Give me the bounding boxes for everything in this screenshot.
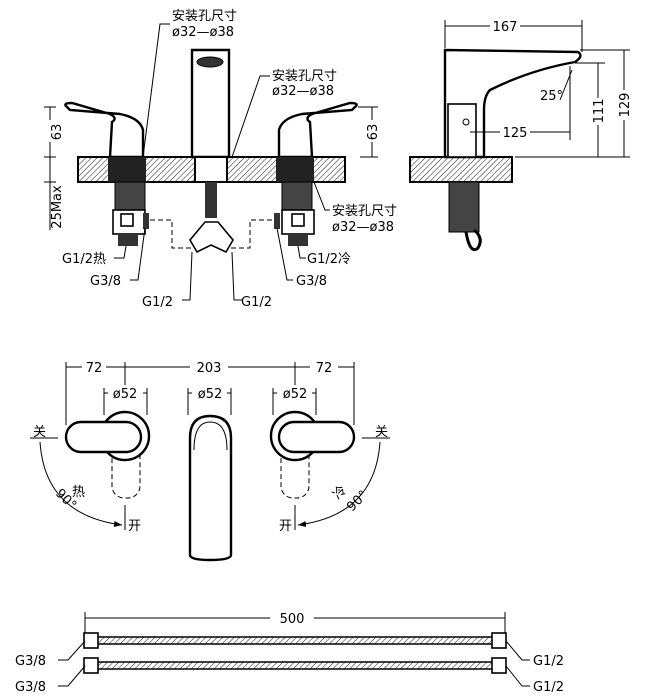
left-handle-lever-top: [64, 420, 143, 454]
dia-left: ø52: [113, 387, 138, 402]
right-handle-base: [276, 157, 314, 182]
left-ref-lines: [30, 437, 126, 530]
leader-hot: [114, 245, 127, 259]
side-shank: [448, 181, 480, 233]
dia-right: ø52: [283, 387, 308, 402]
hose-end-left-1: G3/8: [15, 654, 46, 669]
right-ref-lines: [294, 437, 390, 530]
spout-top-inner: [193, 421, 228, 451]
dim-129: 129: [618, 93, 633, 118]
label-g12-right: G1/2: [241, 295, 272, 310]
dim-72-left: 72: [86, 361, 103, 376]
label-g12-left: G1/2: [142, 295, 173, 310]
right-outlet-nut: [274, 213, 280, 229]
top-view: 72 203 72 ø52 ø52 ø52 关 热 90° 开 关 冷 90° …: [30, 361, 390, 562]
side-deck-plate: [409, 156, 513, 183]
leader-hole-3: [313, 181, 330, 211]
spout-top: [188, 414, 233, 562]
dim-lines-left: [44, 106, 56, 230]
dim-lines-right: [358, 106, 378, 158]
dim-500-lines: [84, 612, 506, 640]
left-outlet-nut: [143, 213, 149, 229]
hole-note-3-size: ø32—ø38: [332, 220, 394, 235]
right-handle-lever-top: [277, 420, 356, 454]
side-spout: [443, 48, 582, 159]
leader-g38-left: [130, 227, 146, 281]
dia-lines: [103, 388, 317, 415]
dim-500: 500: [280, 612, 305, 627]
left-handle-lever: [64, 101, 145, 159]
right-valve-thread: [288, 234, 308, 246]
leader-hole-2: [231, 75, 270, 158]
angle-line: [559, 69, 573, 101]
dia-center: ø52: [198, 387, 223, 402]
dim-72-right: 72: [316, 361, 333, 376]
left-valve-square: [120, 213, 134, 227]
left-valve-shank: [114, 181, 146, 213]
hole-note-1-title: 安装孔尺寸: [172, 9, 237, 24]
label-cold-inlet: G1/2冷: [307, 252, 351, 267]
dim-111-lines: [575, 62, 605, 157]
right-rotation-arc: [297, 441, 381, 527]
side-handle: [447, 103, 477, 158]
side-view: 167 129 111 125 25°: [409, 20, 633, 252]
left-handle-base: [108, 157, 146, 182]
left-rotation-arc: [39, 441, 123, 527]
leader-g12-left: [182, 251, 193, 301]
y-connector: [189, 221, 234, 254]
open-left: 开: [128, 519, 141, 534]
open-right: 开: [279, 519, 292, 534]
close-right: 关: [375, 425, 388, 440]
leader-hole-1: [142, 23, 170, 158]
dim-111: 111: [592, 99, 607, 124]
dim-167: 167: [493, 20, 518, 35]
spout-shank: [194, 156, 228, 183]
dim-125-lines: [470, 66, 571, 140]
spout: [190, 48, 231, 159]
front-view: 63 25Max 63 安装孔尺寸 ø32—ø38 安装孔尺寸 ø32—ø38 …: [44, 9, 397, 310]
close-left: 关: [33, 425, 46, 440]
dim-203: 203: [197, 361, 222, 376]
center-stem: [205, 182, 217, 218]
hole-note-2-title: 安装孔尺寸: [272, 69, 337, 84]
side-handle-dot: [462, 118, 470, 126]
cold-label: 冷: [330, 483, 350, 503]
hose-2: [83, 657, 507, 674]
right-valve-shank: [281, 181, 313, 213]
hole-note-2-size: ø32—ø38: [272, 84, 334, 99]
label-g38-left: G3/8: [90, 274, 121, 289]
dim-129-lines: [515, 49, 630, 158]
right-handle-lever: [277, 101, 358, 159]
side-hose: [464, 228, 482, 252]
hose-leaders: [58, 640, 530, 687]
hose-1: [83, 632, 507, 649]
dim-167-lines: [444, 20, 583, 52]
label-hot-inlet: G1/2热: [62, 252, 106, 267]
left-valve-thread: [118, 234, 138, 246]
leader-g12-right: [231, 251, 242, 301]
leader-g38-right: [276, 227, 293, 281]
angle-25: 25°: [540, 89, 563, 104]
hose-end-right-2: G1/2: [533, 680, 564, 695]
dim-left-63: 63: [50, 124, 65, 141]
hose-end-left-2: G3/8: [15, 680, 46, 695]
label-g38-right: G3/8: [296, 274, 327, 289]
spout-aerator: [196, 56, 224, 68]
dim-125: 125: [503, 126, 528, 141]
hoses: 500 G3/8 G3/8 G1/2 G1/2: [15, 612, 564, 695]
dim-25max: 25Max: [50, 185, 65, 229]
hole-note-1-size: ø32—ø38: [172, 25, 234, 40]
hose-dashed-right: [230, 219, 272, 249]
hot-label: 热: [72, 485, 85, 500]
leader-cold: [297, 245, 306, 259]
hole-note-3-title: 安装孔尺寸: [332, 204, 397, 219]
hose-dashed-left: [150, 219, 192, 249]
right-valve-square: [291, 213, 305, 227]
hose-end-right-1: G1/2: [533, 654, 564, 669]
dim-top-lines: [65, 362, 355, 425]
dim-right-63: 63: [366, 124, 381, 141]
